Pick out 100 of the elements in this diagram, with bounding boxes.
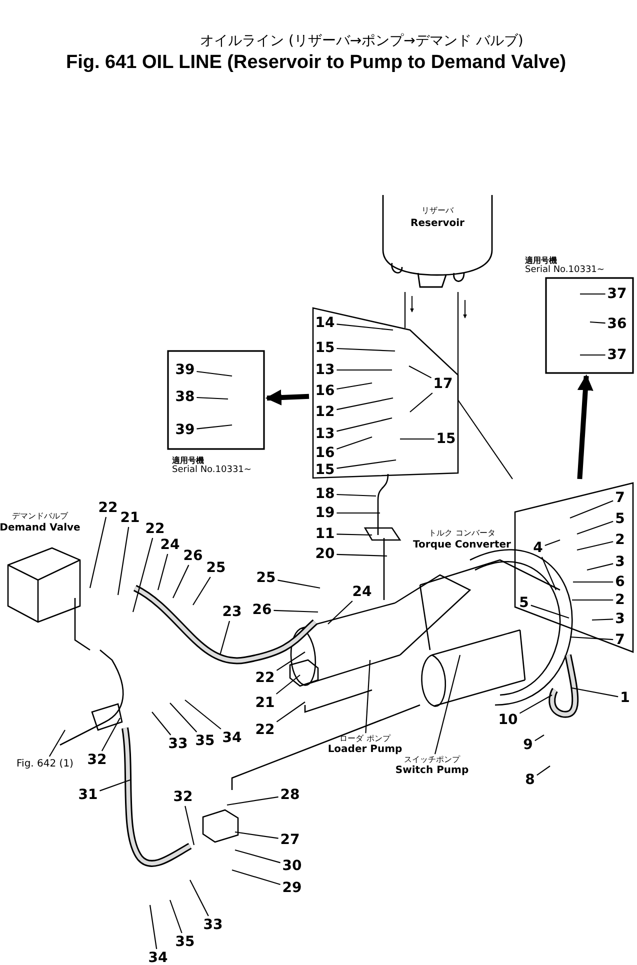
- callout-number: 3: [615, 555, 625, 569]
- figure-title: Fig. 641 OIL LINE (Reservoir to Pump to Demand Valve): [66, 52, 566, 74]
- leader-line: [400, 438, 434, 440]
- part-label: Demand Valve: [0, 522, 80, 534]
- leader-line: [172, 564, 190, 598]
- leader-line: [336, 417, 392, 432]
- leader-line: [576, 541, 614, 551]
- callout-number: 39: [175, 423, 195, 437]
- callout-number: 4: [533, 541, 543, 555]
- callout-number: 14: [315, 316, 335, 330]
- callout-number: 25: [206, 561, 226, 575]
- leader-line: [169, 900, 182, 934]
- callout-number: 9: [523, 738, 533, 752]
- leader-line: [48, 730, 66, 757]
- callout-number: 6: [615, 575, 625, 589]
- leader-line: [276, 652, 306, 671]
- arrow: [265, 390, 310, 406]
- callout-number: 17: [433, 377, 453, 391]
- leader-line: [89, 516, 107, 588]
- serial-note: 適用号機: [525, 255, 557, 265]
- callout-number: 23: [222, 605, 242, 619]
- callout-number: 1: [620, 691, 630, 705]
- leader-line: [536, 766, 550, 776]
- leader-line: [336, 554, 388, 557]
- reference-label: Fig. 642 (1): [16, 758, 74, 770]
- callout-number: 24: [352, 585, 372, 599]
- part-label: Switch Pump: [395, 764, 469, 776]
- callout-number: 15: [436, 432, 456, 446]
- leader-line: [410, 392, 433, 412]
- part-label: Reservoir: [410, 218, 466, 229]
- leader-line: [408, 366, 432, 378]
- leader-line: [170, 702, 198, 732]
- callout-number: 35: [195, 734, 215, 748]
- leader-line: [570, 636, 614, 640]
- callout-number: 7: [615, 633, 625, 647]
- part-label: リザーバ: [420, 207, 454, 216]
- leader-line: [336, 382, 372, 390]
- leader-line: [580, 354, 606, 356]
- callout-number: 22: [145, 522, 165, 536]
- leader-line: [365, 660, 371, 734]
- part-label: Torque Converter: [413, 540, 511, 550]
- leader-line: [226, 796, 278, 806]
- leader-line: [336, 512, 380, 514]
- callout-number: 22: [98, 501, 118, 515]
- part-label: デマンドバルブ: [12, 510, 68, 522]
- callout-number: 7: [615, 491, 625, 505]
- callout-number: 13: [315, 363, 335, 377]
- callout-number: 5: [615, 512, 625, 526]
- leader-line: [149, 904, 158, 950]
- callout-number: 36: [607, 317, 627, 331]
- callout-number: 22: [255, 723, 275, 737]
- callout-number: 38: [175, 390, 195, 404]
- serial-note: Serial No.10331~: [172, 465, 252, 475]
- leader-line: [196, 370, 232, 377]
- arrow: [577, 374, 594, 480]
- callout-number: 39: [175, 363, 195, 377]
- leader-line: [580, 293, 606, 295]
- callout-number: 18: [315, 487, 335, 501]
- callout-number: 3: [615, 612, 625, 626]
- leader-line: [100, 779, 130, 792]
- leader-line: [184, 700, 222, 730]
- callout-number: 15: [315, 341, 335, 355]
- callout-number: 20: [315, 547, 335, 561]
- leader-line: [572, 687, 618, 698]
- callout-number: 2: [615, 533, 625, 547]
- leader-line: [336, 324, 394, 331]
- leader-line: [232, 869, 280, 886]
- leader-line: [336, 348, 396, 352]
- callout-number: 28: [280, 788, 300, 802]
- callout-number: 33: [203, 918, 223, 932]
- leader-line: [184, 806, 195, 846]
- callout-number: 33: [168, 737, 188, 751]
- callout-number: 31: [78, 788, 98, 802]
- callout-number: 8: [525, 773, 535, 787]
- callout-number: 12: [315, 405, 335, 419]
- title-translation: オイルライン (リザーバ→ポンプ→デマンド バルブ): [200, 32, 524, 50]
- leader-line: [132, 538, 154, 612]
- callout-number: 27: [280, 833, 300, 847]
- leader-line: [336, 436, 372, 450]
- leader-line: [570, 500, 614, 519]
- leader-line: [219, 620, 230, 656]
- leader-line: [336, 494, 376, 497]
- callout-number: 25: [256, 571, 276, 585]
- leader-line: [276, 702, 306, 722]
- part-label: トルク コンバータ: [428, 528, 496, 538]
- callout-number: 16: [315, 384, 335, 398]
- leader-line: [190, 880, 209, 916]
- part-label: ローダ ポンプ: [338, 735, 392, 744]
- leader-line: [590, 321, 606, 324]
- leader-line: [541, 556, 556, 590]
- leader-line: [274, 610, 318, 613]
- leader-line: [101, 718, 120, 752]
- callout-number: 21: [120, 511, 140, 525]
- callout-number: 24: [160, 538, 180, 552]
- callout-number: 32: [173, 790, 193, 804]
- callout-number: 35: [175, 935, 195, 949]
- callout-number: 26: [183, 549, 203, 563]
- callout-number: 32: [87, 753, 107, 767]
- leader-line: [586, 563, 614, 571]
- callout-number: 22: [255, 671, 275, 685]
